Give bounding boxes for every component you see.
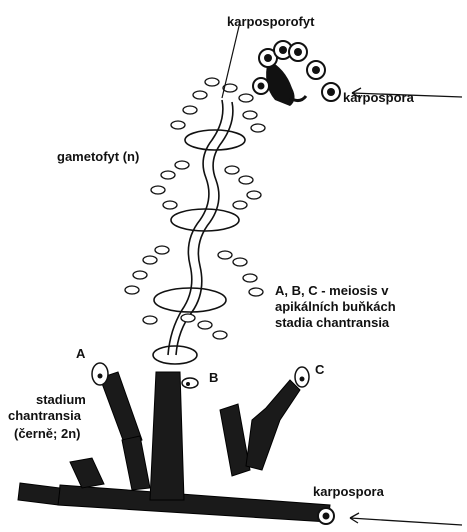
whorl-branchlets: [125, 78, 265, 339]
whorl-node: [153, 346, 197, 364]
karposporophyte: [222, 22, 325, 106]
gametophyte-axis: [168, 100, 223, 355]
label-karpospora-bottom: karpospora: [313, 484, 384, 500]
whorl-node: [185, 130, 245, 150]
label-point-c: C: [315, 362, 324, 378]
label-stadium-line3: (černě; 2n): [14, 426, 80, 442]
label-karposporofyt: karposporofyt: [227, 14, 314, 30]
label-meiosis-line3: stadia chantransia: [275, 315, 389, 331]
label-point-a: A: [76, 346, 85, 362]
apical-cell-b: [182, 378, 198, 388]
label-point-b: B: [209, 370, 218, 386]
label-stadium-line1: stadium: [36, 392, 86, 408]
label-stadium-line2: chantransia: [8, 408, 81, 424]
apical-cells: [92, 363, 309, 388]
label-meiosis-line2: apikálních buňkách: [275, 299, 396, 315]
label-karpospora-top: karpospora: [343, 90, 414, 106]
karpospora-spore-bottom: [318, 508, 334, 524]
release-arrow-bottom: [350, 513, 462, 525]
karpospora-spore-top: [322, 83, 340, 101]
label-meiosis-line1: A, B, C - meiosis v: [275, 283, 388, 299]
label-gametofyt: gametofyt (n): [57, 149, 139, 165]
